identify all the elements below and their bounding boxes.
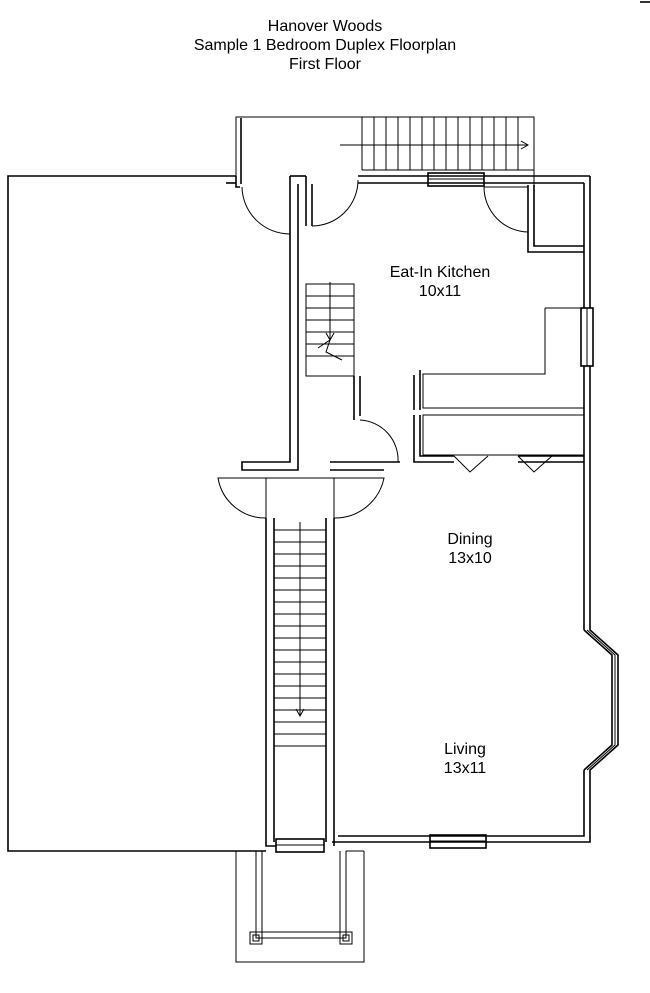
room-name: Living — [444, 741, 486, 758]
room-size: 13x11 — [443, 760, 487, 777]
room-label-dining: Dining 13x10 — [420, 530, 520, 568]
room-size: 13x10 — [448, 550, 492, 567]
bay-window — [583, 629, 616, 771]
plan-subtitle: Sample 1 Bedroom Duplex Floorplan — [193, 37, 457, 54]
room-name: Dining — [447, 531, 493, 548]
rear-wall — [235, 172, 590, 188]
rear-entry-doors — [241, 179, 359, 235]
counter-wall-stub — [413, 370, 421, 410]
kitchen-counter — [422, 307, 584, 409]
right-exterior-wall — [332, 176, 619, 843]
pantry-closet — [483, 185, 584, 253]
bifold-closet — [413, 414, 585, 473]
front-window — [429, 834, 487, 849]
main-stairs — [265, 518, 335, 847]
stair-core-walls — [241, 175, 400, 471]
room-label-living: Living 13x11 — [415, 740, 515, 778]
front-porch — [235, 850, 365, 963]
plan-title: Hanover Woods — [267, 18, 383, 35]
room-size: 10x11 — [418, 283, 462, 300]
adjacent-unit-outline — [7, 175, 266, 852]
front-hall-doors — [217, 477, 385, 519]
room-name: Eat-In Kitchen — [389, 264, 491, 281]
basement-stairs — [305, 282, 355, 377]
front-door — [275, 838, 325, 853]
closet-door — [359, 419, 399, 463]
room-label-kitchen: Eat-In Kitchen 10x11 — [370, 263, 510, 301]
rear-deck — [235, 116, 535, 185]
stair-direction-arrow — [340, 140, 530, 150]
deck-stairs — [361, 117, 534, 171]
floor-label: First Floor — [289, 56, 361, 73]
